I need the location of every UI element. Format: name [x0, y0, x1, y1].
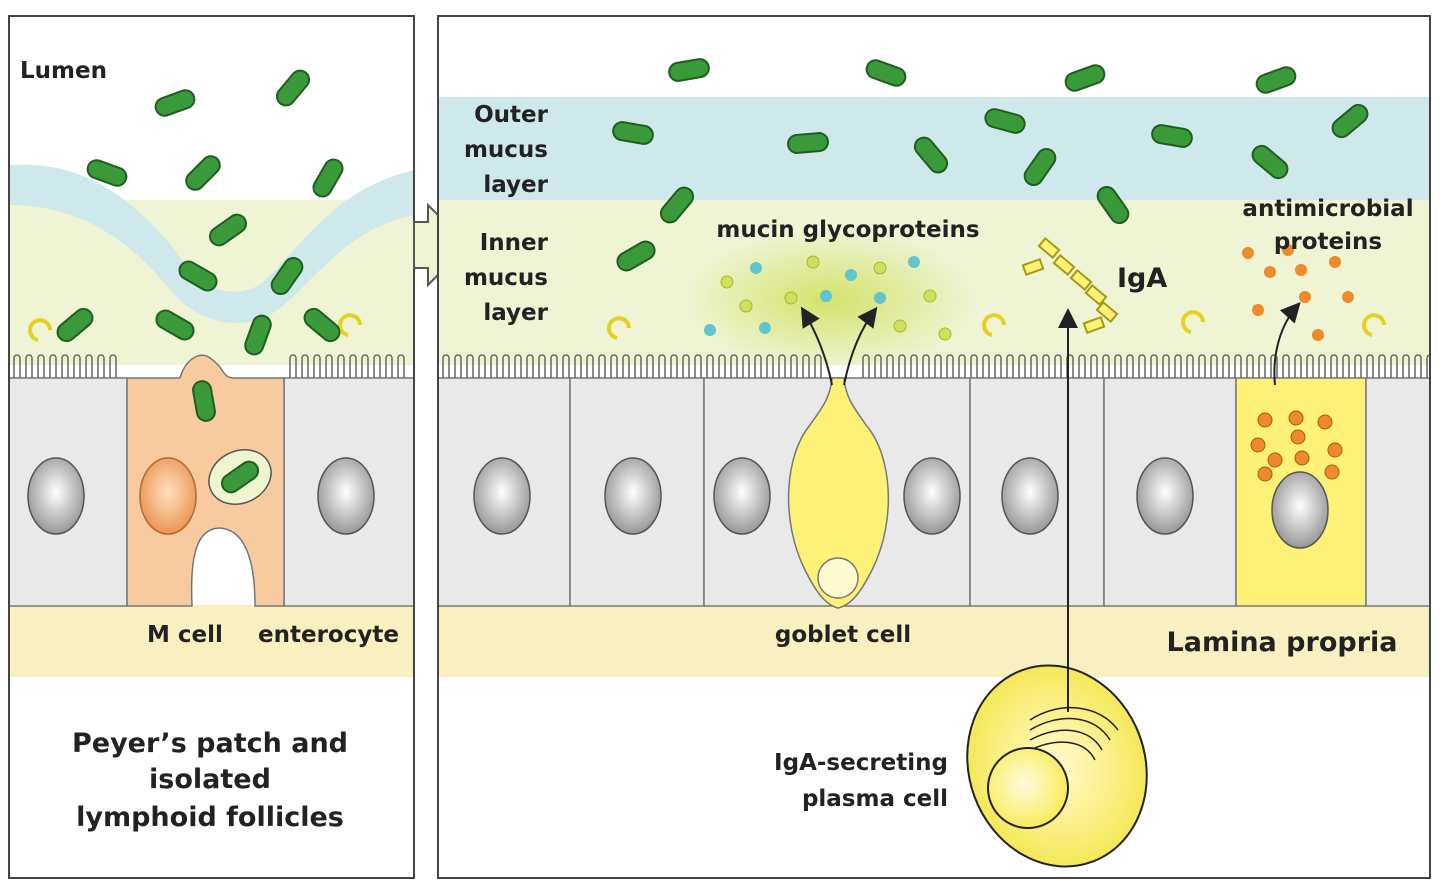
- left-panel-frame: [8, 15, 415, 879]
- left-enterocyte-nucleus-1: [27, 457, 85, 535]
- bacterium: [913, 136, 949, 174]
- goblet-cell-label: goblet cell: [775, 622, 911, 648]
- antimicrobial-label: antimicrobial proteins: [1242, 196, 1413, 255]
- paneth-nucleus: [1271, 471, 1329, 549]
- outer-mucus-label: Outer mucus layer: [464, 102, 549, 198]
- right-lamina-propria: [438, 605, 1430, 677]
- bacterium: [1255, 66, 1297, 94]
- right-panel-frame: [437, 15, 1431, 879]
- peyers-caption-line-3: lymphoid follicles: [76, 802, 344, 833]
- lumen-label: Lumen: [20, 58, 107, 84]
- bacterium: [668, 58, 710, 82]
- bacterium: [1251, 144, 1289, 180]
- bacterium: [185, 155, 221, 191]
- iga-molecule: [1021, 236, 1119, 335]
- peyers-patch-caption: Peyer’s patch and isolated lymphoid foll…: [72, 728, 348, 833]
- plasma-cell-line-2: plasma cell: [802, 786, 948, 812]
- m-cell-label: M cell: [147, 622, 223, 648]
- right-glycocalyx-hook: [1181, 310, 1205, 334]
- peyers-caption-line-2: isolated: [149, 764, 271, 795]
- inner-mucus-line-1: Inner: [480, 230, 549, 256]
- mucin-dots: [704, 255, 952, 341]
- right-nucleus: [604, 457, 662, 535]
- bacterium: [865, 59, 907, 87]
- bacterium: [178, 260, 218, 292]
- lamina-propria-label: Lamina propria: [1167, 627, 1398, 658]
- bacterium: [984, 108, 1026, 134]
- right-bacteria: [612, 58, 1369, 272]
- bacterium: [86, 159, 128, 187]
- right-nucleus: [1136, 457, 1194, 535]
- bacterium: [612, 121, 654, 145]
- right-nucleus: [903, 457, 961, 535]
- plasma-cell-label: IgA-secreting plasma cell: [774, 750, 948, 812]
- left-panel: [9, 164, 414, 677]
- inner-mucus-label: Inner mucus layer: [464, 230, 549, 326]
- bacterium: [787, 132, 829, 154]
- bacterium: [312, 158, 344, 198]
- goblet-cell-nucleus: [817, 557, 859, 599]
- right-nucleus: [713, 457, 771, 535]
- m-cell-nucleus: [139, 457, 197, 535]
- right-glycocalyx-hook: [1362, 313, 1386, 337]
- right-panel: [438, 97, 1430, 868]
- bacterium: [244, 314, 272, 356]
- mucin-arrow-right: [843, 306, 878, 386]
- mucin-glycoproteins-label: mucin glycoproteins: [716, 217, 979, 243]
- inner-mucus-line-3: layer: [483, 300, 548, 326]
- bacterium: [1023, 147, 1057, 187]
- plasma-cell-nucleus: [987, 747, 1069, 829]
- bacterium: [1151, 124, 1193, 148]
- left-glycocalyx-hook-2: [338, 313, 362, 337]
- bacterium: [275, 69, 311, 107]
- bacterium: [192, 380, 216, 422]
- secretion-arrows: [800, 302, 1301, 712]
- mucin-arrow-left: [800, 306, 833, 386]
- left-lamina-propria: [9, 605, 414, 677]
- bacterium: [154, 89, 196, 117]
- peyers-caption-line-1: Peyer’s patch and: [72, 728, 348, 759]
- left-bacteria: [56, 69, 344, 494]
- bacterium: [208, 213, 248, 247]
- iga-label: IgA: [1117, 263, 1167, 294]
- right-microvilli: [442, 354, 1430, 378]
- right-enterocyte: [1365, 377, 1430, 607]
- bacterium: [1331, 103, 1369, 139]
- antimicrobial-arrow: [1273, 302, 1301, 386]
- m-cell: [126, 354, 285, 607]
- left-microvilli: [13, 354, 405, 378]
- bacterium: [155, 309, 195, 341]
- antimicrobial-dots: [1242, 244, 1354, 341]
- left-glycocalyx-hook-1: [28, 318, 52, 342]
- plasma-cell-line-1: IgA-secreting: [774, 750, 948, 776]
- bacterium: [303, 307, 341, 343]
- left-enterocyte-nucleus-2: [317, 457, 375, 535]
- bacterium: [1096, 185, 1130, 225]
- bacterium: [220, 460, 260, 494]
- outer-mucus-line-3: layer: [483, 172, 548, 198]
- goblet-cell: [787, 377, 890, 609]
- plasma-cell-er: [1029, 707, 1119, 761]
- right-nucleus: [473, 457, 531, 535]
- paneth-granules: [1250, 410, 1343, 482]
- right-nucleus: [1001, 457, 1059, 535]
- bacterium: [616, 240, 656, 272]
- bacterium: [56, 307, 94, 343]
- antimicrobial-line-2: proteins: [1274, 229, 1382, 255]
- right-glycocalyx-hook: [607, 316, 631, 340]
- antimicrobial-line-1: antimicrobial: [1242, 196, 1413, 222]
- inner-mucus-line-2: mucus: [464, 265, 548, 291]
- bacterium: [1064, 64, 1106, 92]
- outer-mucus-line-1: Outer: [474, 102, 549, 128]
- right-glycocalyx-hook: [982, 313, 1006, 337]
- outer-mucus-line-2: mucus: [464, 137, 548, 163]
- enterocyte-label: enterocyte: [258, 622, 399, 648]
- bacterium: [270, 256, 304, 296]
- bacterium: [659, 186, 695, 224]
